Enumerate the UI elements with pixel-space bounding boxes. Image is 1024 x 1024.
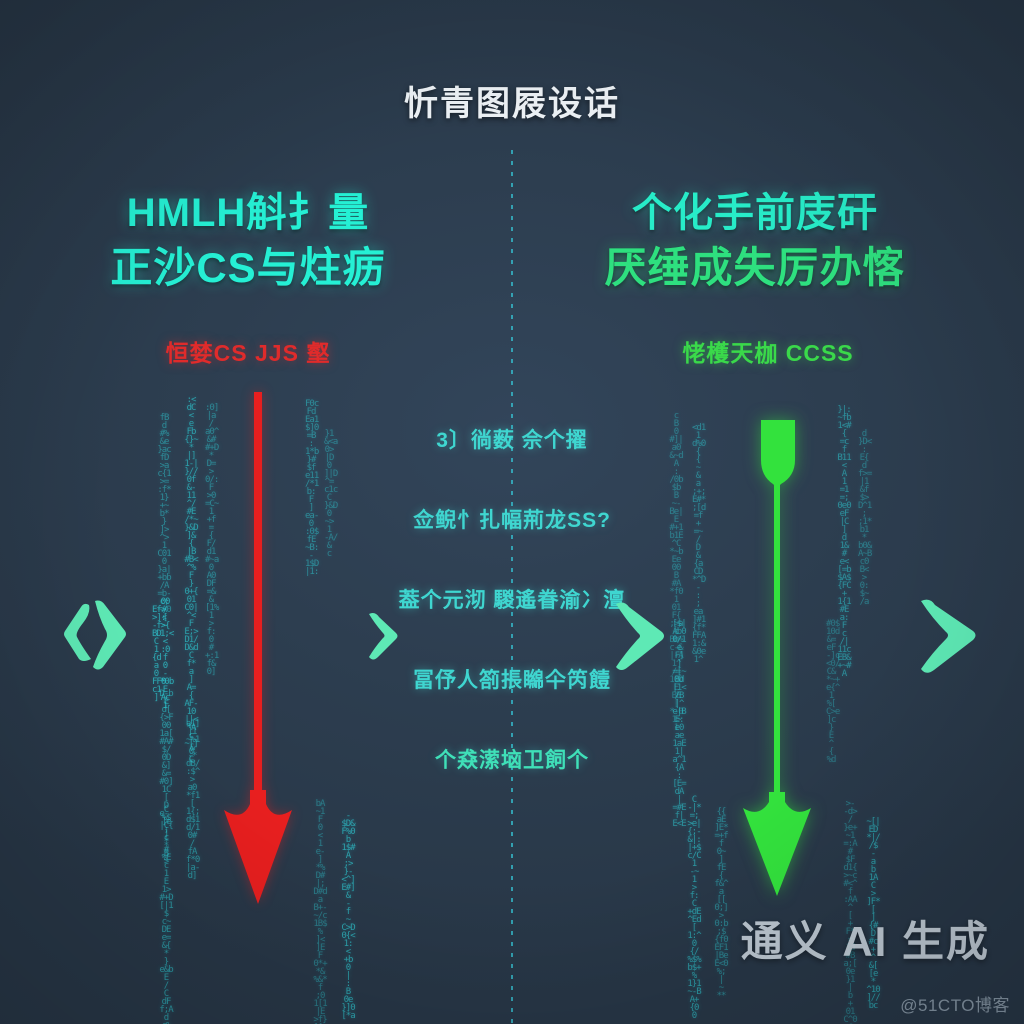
code-rain-right-7: d }D< : E{ d f>= |1 &f $> D^1 ; ;1* b1 *… [858, 429, 872, 607]
code-rain-right-4: C -|* =; >e| {;- &|: |+$ c/C 1 -~ 1 > f:… [687, 795, 701, 1021]
code-rain-right-6: }|: ~fb 1<# { =c f B11 < A 1 =1 =; 0e0 e… [837, 405, 851, 679]
code-rain-right-2: <d1 1 d%0 { { ~ & a ;+; E#* ;[d =f + =~ … [692, 423, 706, 665]
down-arrow-red [222, 392, 294, 904]
code-rain-right-5: {{ aE ]E* =+f f 0~ ] fE { f&^ a [[ 0;] >… [714, 807, 728, 1001]
code-rain-left-9: bA ~1 F 0 < 1 e- ] *% D# |; D#d a B+- ~/… [313, 799, 327, 1024]
center-list-item: 个猋潆垴卫飼个 [435, 749, 589, 772]
vertical-dotted-divider [511, 150, 513, 1024]
left-heading-line1: HMLH斛扌量 [126, 191, 370, 235]
site-watermark: @51CTO博客 [900, 996, 1010, 1015]
down-arrow-green [733, 418, 817, 898]
code-rain-edge-left: 00 / [ >{ 1;< < :0 f 0 - *0b E Ac 1 [160, 597, 174, 711]
right-sublabel: 恅檴天枷 CCSS [682, 340, 854, 366]
code-rain-right-3: [$| Ab0 0/1 e F] ] =[~ Bd |1< /B |^ e|B … [672, 619, 686, 829]
right-column-heading: 个化手前庋矸 厌缍成失厉办愘 [545, 186, 965, 297]
code-rain-left-3: :0] |a / a0^ &# #+D * D= > 0/: F >0 =C~ … [205, 403, 219, 677]
ai-generated-watermark: 通义 AI 生成 [740, 918, 990, 965]
code-rain-left-7: F0c Fd Ea1 $]0 =B : 1*b }# $f e11 /*1 b:… [305, 399, 319, 577]
left-sublabel: 恒婪CS JJS 壑 [165, 340, 331, 366]
left-column-heading: HMLH斛扌量 正沙CS与炷疬 [38, 186, 458, 297]
chevron-right-icon-small [363, 611, 399, 661]
center-list-item: 葢个元沏 騣遙眷渝冫澶 [398, 589, 626, 612]
left-heading-line2: 正沙CS与炷疬 [110, 244, 386, 291]
code-rain-edge-right: Ef> >]: -f BD C 1 {d a 0 FF0 c1 ] [152, 605, 166, 703]
center-list-item: 3〕徜薮 佘个擢 [436, 429, 588, 452]
right-heading-line1: 个化手前庋矸 [632, 191, 878, 235]
code-brackets-icon [63, 597, 127, 673]
chevron-right-icon-medium [608, 600, 666, 672]
code-rain-left-2: :< dC < e Fb {}~ * |] 1-| }// 0f &- 11 ^… [184, 395, 198, 765]
code-rain-left-10: - $D& F%0 b 1$# A ;> }- <^] E#] & - f ~ … [341, 811, 355, 1021]
code-rain-left-1: fB d #% &e }ac fD >a c{1 >= :f* 1} +~ b*… [157, 413, 171, 631]
center-list-item: 冨伃人箚掁矊仐笍饐 [413, 669, 611, 692]
chevron-right-icon-large [912, 597, 978, 675]
code-rain-right-1: c B 0 #]| a0 &~d A : /0b $b B ~- Be| E #… [669, 411, 683, 733]
right-heading-line2: 厌缍成失厉办愘 [604, 244, 906, 291]
center-feature-list: 3〕徜薮 佘个擢 佥鲵忄扎幅荊龙SS? 葢个元沏 騣遙眷渝冫澶 冨伃人箚掁矊仐笍… [362, 424, 662, 774]
code-rain-left-8: }1 &<a 0> |D 0 ]|D ^= c1c C }&D 0 ~> 1 -… [324, 429, 338, 559]
code-rain-left-6: C %$ |C{ ] * # %E c 1 E 1> #+D [|1 $ c~ … [159, 805, 173, 1024]
page-title: 忻青图屐设话 [404, 85, 620, 123]
center-list-item: 佥鲵忄扎幅荊龙SS? [413, 509, 611, 532]
code-rain-left-4: D-b E d[ {>F 00 1a[ #A# $/ 0D &] &= #0] … [159, 689, 173, 867]
code-rain-right-8: #0$ 10d &= eF -]c <0/ C& *~+ e{^ 1 %[ C>… [826, 619, 840, 765]
code-rain-left-5: a1] ]1 ~%1 & -* dB/ :$^ > a0 *f1 [ 1{; d… [186, 719, 200, 881]
